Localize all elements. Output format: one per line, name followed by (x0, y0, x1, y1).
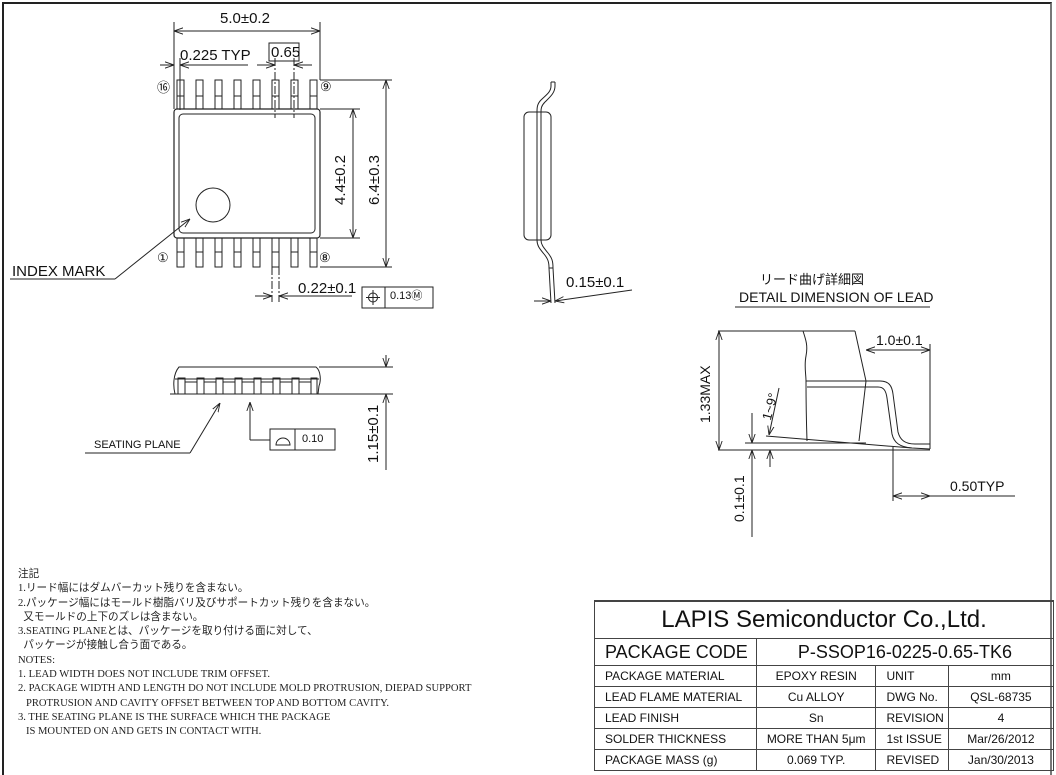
lead-detail-view (718, 306, 1015, 537)
title-block: LAPIS Semiconductor Co.,Ltd. PACKAGE COD… (594, 600, 1055, 771)
note-en-2-cont: PROTRUSION AND CAVITY OFFSET BETWEEN TOP… (18, 697, 390, 709)
row-label: LEAD FINISH (594, 707, 757, 729)
dim-lead-thickness: 0.15±0.1 (566, 274, 625, 291)
note-jp-2: 2.パッケージ幅にはモールド樹脂バリ及びサポートカット残りを含まない。 (18, 597, 376, 609)
row-key-value: Mar/26/2012 (947, 728, 1055, 750)
row-key: 1st ISSUE (875, 728, 949, 750)
dim-package-height: 1.15±0.1 (365, 404, 382, 463)
dim-lead-offset: 0.225 TYP (180, 47, 251, 64)
title-block-row: LEAD FINISH Sn REVISION 4 (594, 707, 1055, 729)
position-tolerance-number: 0.13 (390, 290, 412, 302)
note-jp-3-cont: パッケージが接触し合う面である。 (18, 640, 193, 652)
pin-8-label: ⑧ (319, 250, 331, 265)
row-key: REVISION (875, 707, 949, 729)
row-key: UNIT (875, 665, 949, 687)
note-en-3-cont: IS MOUNTED ON AND GETS IN CONTACT WITH. (18, 726, 262, 738)
pin-16-label: ⑯ (157, 80, 171, 95)
dim-lead-length: 1.0±0.1 (876, 332, 923, 348)
title-block-row: PACKAGE MATERIAL EPOXY RESIN UNIT mm (594, 665, 1055, 687)
title-block-row: SOLDER THICKNESS MORE THAN 5μm 1st ISSUE… (594, 728, 1055, 750)
dim-total-length: 5.0±0.2 (220, 10, 270, 27)
top-leads (176, 79, 318, 110)
row-value: Cu ALLOY (755, 686, 877, 708)
package-code-value: P-SSOP16-0225-0.65-TK6 (755, 638, 1055, 666)
note-jp-1: 1.リード幅にはダムバーカット残りを含まない。 (18, 583, 249, 595)
detail-title-en: DETAIL DIMENSION OF LEAD (739, 289, 934, 305)
row-label: LEAD FLAME MATERIAL (594, 686, 757, 708)
bottom-leads (176, 237, 318, 268)
top-view (10, 22, 434, 309)
row-value: Sn (755, 707, 877, 729)
note-en-2: 2. PACKAGE WIDTH AND LENGTH DO NOT INCLU… (18, 683, 472, 695)
dim-total-width: 6.4±0.3 (366, 155, 383, 205)
dim-max-height: 1.33MAX (697, 365, 713, 423)
side-view (523, 81, 633, 303)
dim-foot-length: 0.50TYP (950, 478, 1005, 494)
notes-en-heading: NOTES: (18, 654, 56, 666)
note-en-3: 3. THE SEATING PLANE IS THE SURFACE WHIC… (18, 711, 331, 723)
pin-9-label: ⑨ (320, 79, 332, 94)
package-top-surface (178, 113, 316, 234)
dim-pitch: 0.65 (271, 44, 301, 61)
index-mark-label: INDEX MARK (12, 263, 106, 280)
package-code-label: PACKAGE CODE (594, 638, 757, 666)
dim-body-width: 4.4±0.2 (332, 155, 349, 205)
row-key: REVISED (875, 749, 949, 771)
row-value: 0.069 TYP. (755, 749, 877, 771)
note-jp-2-cont: 又モールドの上下のズレは含まない。 (18, 611, 204, 623)
row-key-value: Jan/30/2013 (947, 749, 1055, 771)
pin-1-label: ① (157, 250, 169, 265)
row-key: DWG No. (875, 686, 949, 708)
package-body (173, 108, 321, 239)
notes-jp-heading: 注記 (18, 569, 40, 580)
package-code-row: PACKAGE CODE P-SSOP16-0225-0.65-TK6 (594, 638, 1055, 666)
dim-lead-width: 0.22±0.1 (298, 280, 357, 297)
seating-plane-label: SEATING PLANE (94, 439, 181, 451)
title-block-row: PACKAGE MASS (g) 0.069 TYP. REVISED Jan/… (594, 749, 1055, 771)
notes-section: 注記 1.リード幅にはダムバーカット残りを含まない。 2.パッケージ幅にはモール… (18, 568, 471, 740)
dim-standoff: 0.1±0.1 (731, 475, 747, 522)
index-mark-dimple (195, 187, 231, 223)
row-value: EPOXY RESIN (755, 665, 877, 687)
note-en-1: 1. LEAD WIDTH DOES NOT INCLUDE TRIM OFFS… (18, 669, 270, 681)
company-name: LAPIS Semiconductor Co.,Ltd. (594, 600, 1054, 639)
row-label: SOLDER THICKNESS (594, 728, 757, 750)
company-row: LAPIS Semiconductor Co.,Ltd. (594, 600, 1054, 639)
row-key-value: QSL-68735 (947, 686, 1055, 708)
row-key-value: mm (947, 665, 1055, 687)
note-jp-3: 3.SEATING PLANEとは、パッケージを取り付ける面に対して、 (18, 626, 318, 638)
coplanarity-value: 0.10 (302, 433, 324, 445)
detail-title-jp: リード曲げ詳細図 (760, 272, 865, 287)
row-label: PACKAGE MASS (g) (594, 749, 757, 771)
row-value: MORE THAN 5μm (755, 728, 877, 750)
mmc-modifier-icon: Ⓜ (411, 290, 423, 302)
front-view (85, 355, 393, 470)
row-label: PACKAGE MATERIAL (594, 665, 757, 687)
position-tolerance-value: 0.13Ⓜ (390, 291, 422, 302)
row-key-value: 4 (947, 707, 1055, 729)
title-block-row: LEAD FLAME MATERIAL Cu ALLOY DWG No. QSL… (594, 686, 1055, 708)
